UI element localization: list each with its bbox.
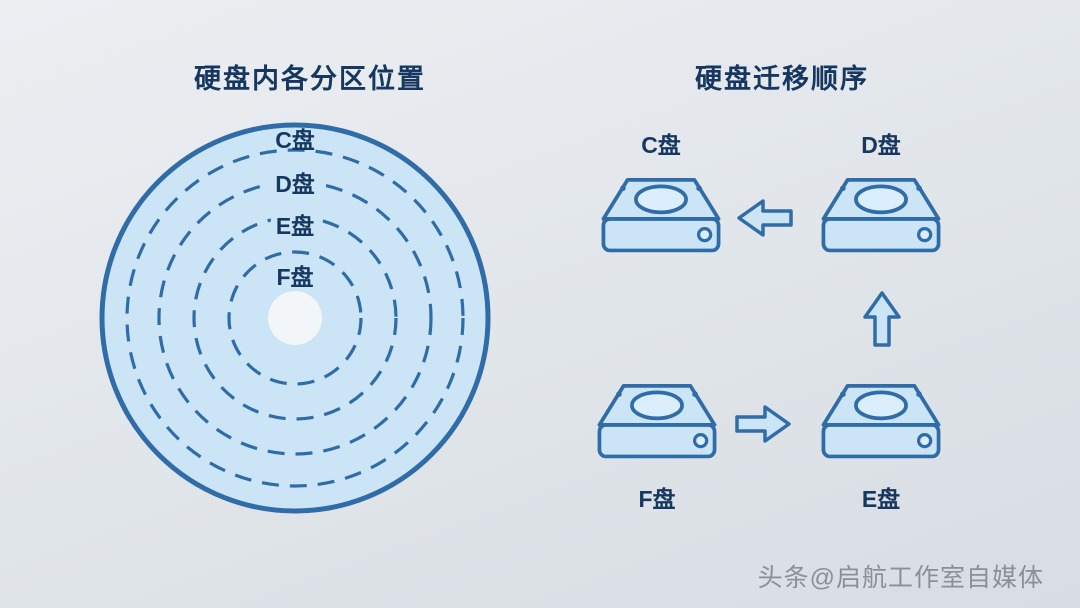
- hdd-platter-ellipse: [630, 390, 684, 421]
- drive-d: D盘: [816, 126, 946, 260]
- watermark: 头条@启航工作室自媒体: [757, 564, 1044, 592]
- hdd-icon: [821, 384, 941, 459]
- hdd-led-circle: [916, 226, 933, 243]
- screw-dot-icon: [840, 185, 846, 191]
- partition-ring-c: [125, 148, 465, 488]
- partition-ring-f: [227, 250, 363, 386]
- drive-label-c: C盘: [641, 132, 681, 158]
- hdd-icon: [601, 178, 721, 253]
- partition-label-d: D盘: [270, 171, 320, 198]
- screw-dot-icon: [696, 185, 702, 191]
- screw-dot-icon: [916, 391, 922, 397]
- screw-dot-icon: [916, 185, 922, 191]
- arrow-right-icon: [735, 405, 791, 443]
- right-section-title: 硬盘迁移顺序: [695, 64, 869, 94]
- hdd-led-circle: [916, 432, 933, 449]
- screw-dot-icon: [840, 391, 846, 397]
- drive-label-e: E盘: [861, 486, 901, 512]
- drive-e: E盘: [816, 380, 946, 514]
- hdd-platter-ellipse: [854, 390, 908, 421]
- hdd-led-circle: [692, 432, 709, 449]
- arrow-up-icon: [863, 291, 901, 347]
- partition-ring-d: [157, 180, 433, 456]
- partition-label-f: F盘: [271, 264, 319, 291]
- hdd-platter-ellipse: [854, 184, 908, 215]
- spindle-hole: [268, 291, 322, 345]
- hdd-led-circle: [696, 226, 713, 243]
- drive-label-f: F盘: [638, 486, 676, 512]
- hdd-icon: [597, 384, 717, 459]
- drive-label-d: D盘: [861, 132, 901, 158]
- screw-dot-icon: [692, 391, 698, 397]
- drive-f: F盘: [592, 380, 722, 514]
- screw-dot-icon: [620, 185, 626, 191]
- screw-dot-icon: [616, 391, 622, 397]
- arrow-left-icon: [737, 199, 793, 237]
- partition-label-e: E盘: [270, 213, 320, 240]
- drive-c: C盘: [596, 126, 726, 260]
- partition-ring-e: [192, 215, 398, 421]
- partition-label-c: C盘: [275, 127, 315, 153]
- left-section-title: 硬盘内各分区位置: [194, 64, 426, 94]
- hdd-icon: [821, 178, 941, 253]
- disk-platter-icon: [99, 122, 491, 514]
- hdd-platter-ellipse: [634, 184, 688, 215]
